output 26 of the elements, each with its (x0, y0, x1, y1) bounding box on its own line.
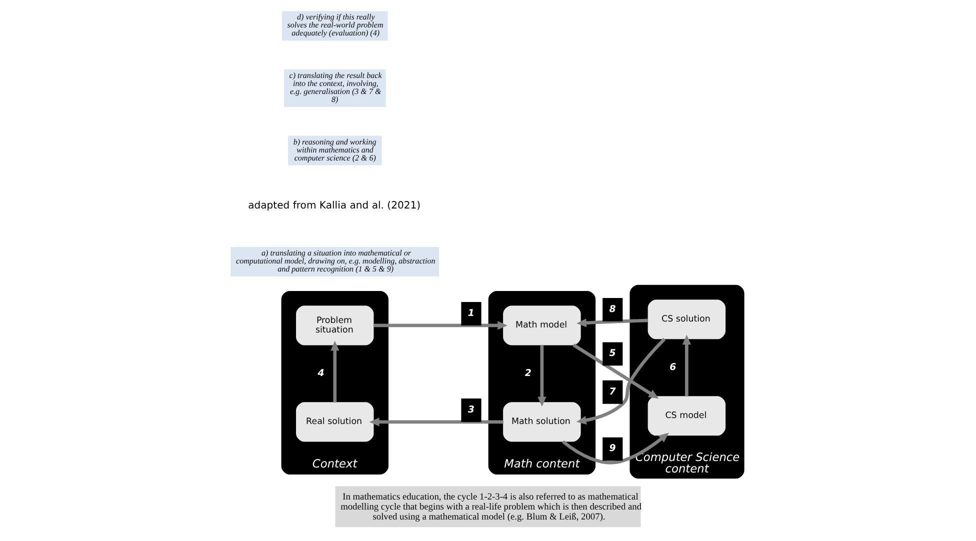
edge-label: 7 (609, 386, 616, 398)
arrow (538, 344, 546, 407)
edge-label: 1 (468, 308, 474, 319)
node-box: Problem situation (296, 306, 374, 346)
edge-label: 4 (318, 368, 324, 379)
node-box: CS solution (648, 300, 726, 340)
caption: In mathematics education, the cycle 1-2-3-4 is also referred to as mathematical modelling cycle that begins with a real-life problem which is then described and solved using a mathematical model (e.g. Blum & Leiß, 2007). (340, 492, 642, 523)
edge-label: 6 (670, 362, 676, 373)
arrow (576, 318, 648, 328)
edge-label: 2 (524, 368, 532, 379)
arrow (576, 338, 666, 425)
arrow (562, 432, 669, 464)
node-box: Math solution (503, 402, 581, 442)
arrow (374, 321, 508, 330)
arrow (572, 344, 659, 399)
node-box: CS model (648, 396, 726, 436)
node-box: Math model (503, 306, 581, 346)
edge-label: 3 (468, 404, 474, 416)
node-box: Real solution (296, 402, 374, 442)
edge-label: 5 (609, 348, 616, 360)
edge-label: 9 (609, 443, 616, 454)
arrow (369, 418, 504, 426)
label: adapted from Kallia and al. (2021) (248, 200, 421, 212)
arrow (330, 340, 340, 402)
arrow (682, 334, 692, 396)
edge-label: 8 (609, 304, 616, 315)
